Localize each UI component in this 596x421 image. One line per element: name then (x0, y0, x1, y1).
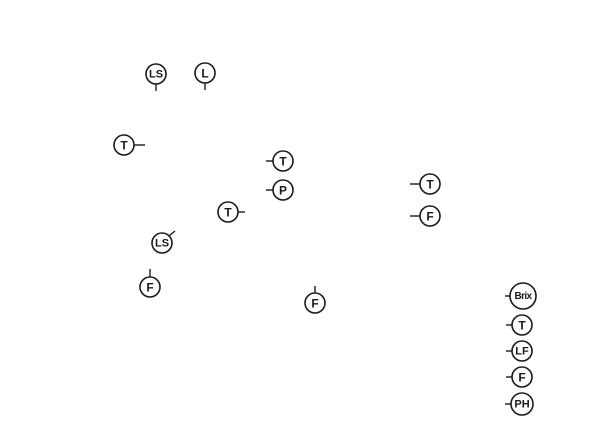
instrument-tag-label: T (426, 178, 434, 192)
instrument-tag-label: PH (514, 399, 529, 411)
instrument-circle (509, 282, 537, 310)
instrument-tag-label: F (518, 371, 525, 385)
instrument-bubble-t-right[interactable]: T (410, 173, 441, 195)
instrument-bubble-ls-mid[interactable]: LS (151, 230, 176, 254)
instrument-circle (151, 232, 173, 254)
instrument-tag-label: T (279, 155, 287, 169)
instrument-bubble-t-mid[interactable]: T (217, 201, 245, 223)
instrument-tag-label: P (279, 184, 287, 198)
instrument-circle (139, 276, 161, 298)
instrument-circle (272, 150, 294, 172)
instrument-bubble-ph-panel[interactable]: PH (505, 392, 534, 416)
instrument-tag-label: LS (149, 69, 163, 81)
instrument-circle (511, 366, 533, 388)
instrument-tag-label: Brix (514, 291, 532, 302)
instrument-bubble-f-right[interactable]: F (410, 205, 441, 227)
instrument-tag-label: F (146, 281, 153, 295)
instrument-bubble-f-center[interactable]: F (304, 286, 326, 314)
instrument-bubble-l-top[interactable]: L (194, 62, 216, 90)
instrument-tag-label: L (201, 67, 208, 81)
instrument-tag-label: F (426, 210, 433, 224)
instrument-tag-label: T (518, 319, 526, 333)
instrument-circle (145, 63, 167, 85)
instrument-bubble-brix-panel[interactable]: Brix (505, 282, 537, 310)
instrument-circle (217, 201, 239, 223)
instrument-bubble-p-center[interactable]: P (266, 179, 294, 201)
instrument-tag-label: LS (155, 238, 169, 250)
instrument-bubble-ls-top[interactable]: LS (145, 63, 167, 91)
instrument-bubble-t-panel[interactable]: T (506, 314, 533, 336)
instrument-circle (510, 392, 534, 416)
instrument-bubble-lf-panel[interactable]: LF (506, 340, 533, 362)
instrument-tag-label: T (224, 206, 232, 220)
instrument-circle (511, 314, 533, 336)
instrument-bubble-f-left[interactable]: F (139, 269, 161, 298)
instrument-bubble-t-center[interactable]: T (266, 150, 294, 172)
instrument-tag-label: LF (515, 346, 529, 358)
instrument-bubble-f-panel[interactable]: F (506, 366, 533, 388)
instrument-tag-label: F (311, 297, 318, 311)
instrument-circle (194, 62, 216, 84)
instrument-tag-label: T (120, 139, 128, 153)
instrument-circle (113, 134, 135, 156)
instrument-circle (304, 292, 326, 314)
instrument-circle (511, 340, 533, 362)
instrument-circle (419, 173, 441, 195)
instrument-circle (272, 179, 294, 201)
instrument-leader-line (168, 230, 176, 237)
instrument-bubble-t-left[interactable]: T (113, 134, 145, 156)
instrument-circle (419, 205, 441, 227)
